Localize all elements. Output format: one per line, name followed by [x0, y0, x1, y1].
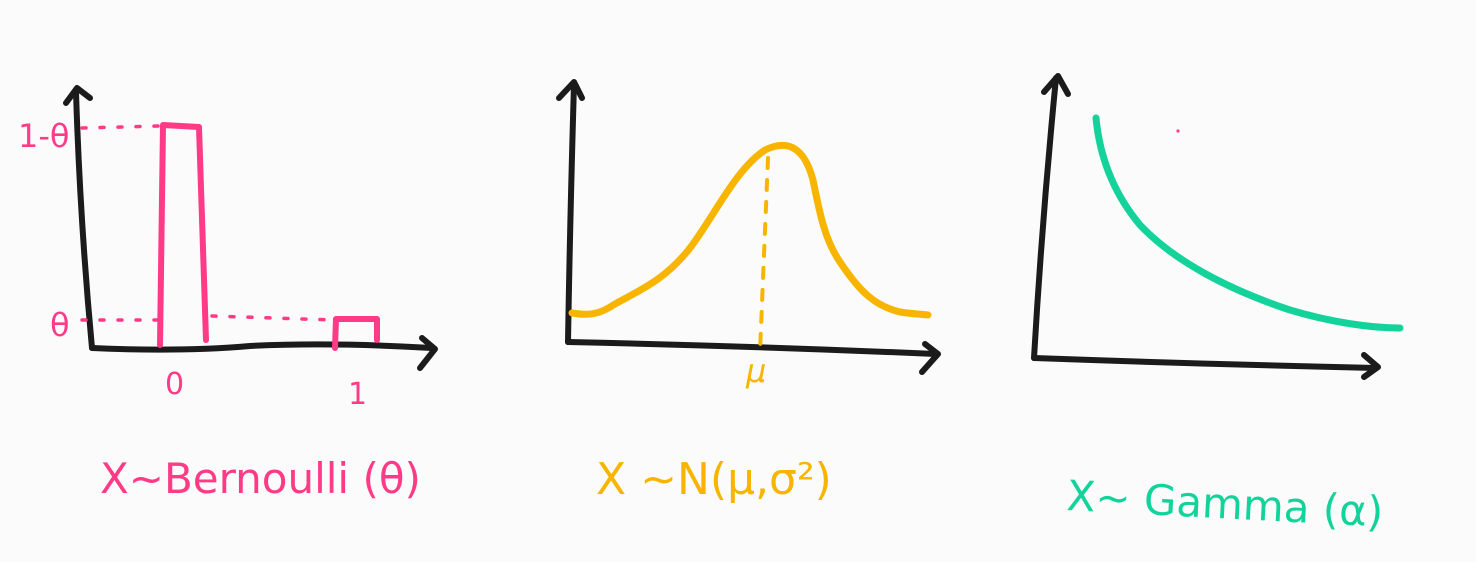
gamma-stray-dot — [1176, 129, 1180, 133]
bernoulli-panel: 1-θ θ 0 1 X~Bernoulli (θ) — [18, 85, 438, 503]
gamma-caption: X~ Gamma (α) — [1065, 471, 1384, 537]
bernoulli-y-axis — [73, 89, 95, 351]
bernoulli-guide-top — [80, 124, 162, 130]
bernoulli-caption: X~Bernoulli (θ) — [100, 454, 421, 503]
bernoulli-y-tick-bottom: θ — [50, 306, 70, 344]
normal-y-axis — [565, 81, 577, 345]
normal-density-curve — [568, 141, 932, 319]
bernoulli-guide-bottom-right — [210, 314, 336, 322]
gamma-x-axis — [1031, 355, 1379, 371]
bernoulli-bar-zero — [157, 122, 209, 348]
normal-x-arrowhead — [919, 341, 941, 375]
gamma-y-arrowhead — [1041, 73, 1071, 97]
gamma-panel: X~ Gamma (α) — [1031, 73, 1404, 537]
bernoulli-x-arrowhead — [417, 335, 438, 371]
bernoulli-x-axis — [89, 341, 435, 353]
normal-x-axis — [565, 339, 939, 357]
normal-caption: X ~N(μ,σ²) — [596, 454, 832, 505]
normal-y-arrowhead — [556, 79, 585, 101]
gamma-x-arrowhead — [1361, 352, 1381, 380]
bernoulli-x-tick-right: 1 — [348, 377, 367, 412]
gamma-y-axis — [1031, 75, 1059, 361]
gamma-density-curve — [1092, 114, 1404, 332]
normal-mean-line — [758, 156, 770, 354]
normal-x-tick-mu: μ — [745, 352, 766, 390]
normal-panel: μ X ~N(μ,σ²) — [556, 79, 941, 505]
bernoulli-y-arrowhead — [63, 85, 93, 106]
bernoulli-x-tick-left: 0 — [165, 367, 184, 402]
bernoulli-bar-one — [332, 316, 380, 351]
bernoulli-y-tick-top: 1-θ — [18, 117, 69, 155]
